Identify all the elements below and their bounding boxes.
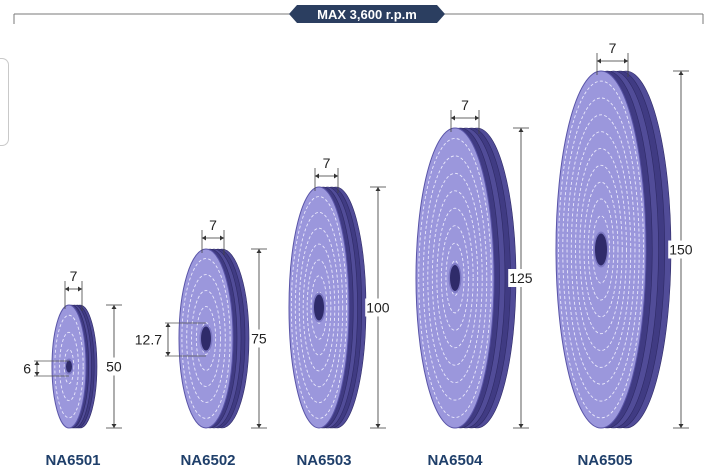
model-label: NA6502 — [180, 452, 235, 469]
bore-hole — [595, 233, 607, 266]
thickness-dimension: 7 — [64, 268, 83, 311]
thickness-value: 7 — [209, 217, 217, 233]
thickness-dimension: 7 — [201, 217, 225, 255]
rpm-badge — [289, 5, 445, 23]
diameter-dimension: 100 — [365, 186, 391, 429]
bore-value: 12.7 — [135, 332, 162, 348]
diameter-dimension: 75 — [250, 248, 268, 429]
diameter-value: 100 — [366, 300, 390, 316]
diameter-value: 125 — [509, 270, 533, 286]
bore-hole — [314, 294, 324, 321]
bore-value: 6 — [23, 361, 31, 377]
diameter-dimension: 125 — [508, 127, 534, 429]
thickness-dimension: 7 — [314, 155, 339, 193]
thickness-value: 7 — [323, 155, 331, 171]
model-label: NA6501 — [45, 452, 100, 469]
diameter-value: 75 — [251, 331, 267, 347]
bore-dimension: 12.7 — [135, 322, 206, 357]
thickness-value: 7 — [609, 40, 617, 56]
bore-hole — [450, 265, 460, 291]
bore-hole — [66, 360, 72, 373]
diameter-value: 50 — [106, 359, 122, 375]
bore-hole — [201, 326, 211, 351]
max-rpm-label: MAX 3,600 r.p.m — [317, 7, 417, 22]
diameter-value: 150 — [669, 242, 693, 258]
thickness-value: 7 — [461, 97, 469, 113]
rpm-bracket: MAX 3,600 r.p.m — [13, 5, 704, 24]
thickness-dimension: 7 — [450, 97, 480, 134]
side-tab[interactable] — [0, 58, 9, 146]
model-label: NA6503 — [296, 452, 351, 469]
model-label: NA6504 — [427, 452, 483, 469]
diameter-dimension: 50 — [105, 304, 123, 429]
model-label: NA6505 — [577, 452, 632, 469]
bore-dimension: 6 — [23, 361, 69, 377]
diameter-dimension: 150 — [668, 70, 694, 429]
thickness-value: 7 — [70, 268, 78, 284]
thickness-dimension: 7 — [596, 40, 629, 77]
